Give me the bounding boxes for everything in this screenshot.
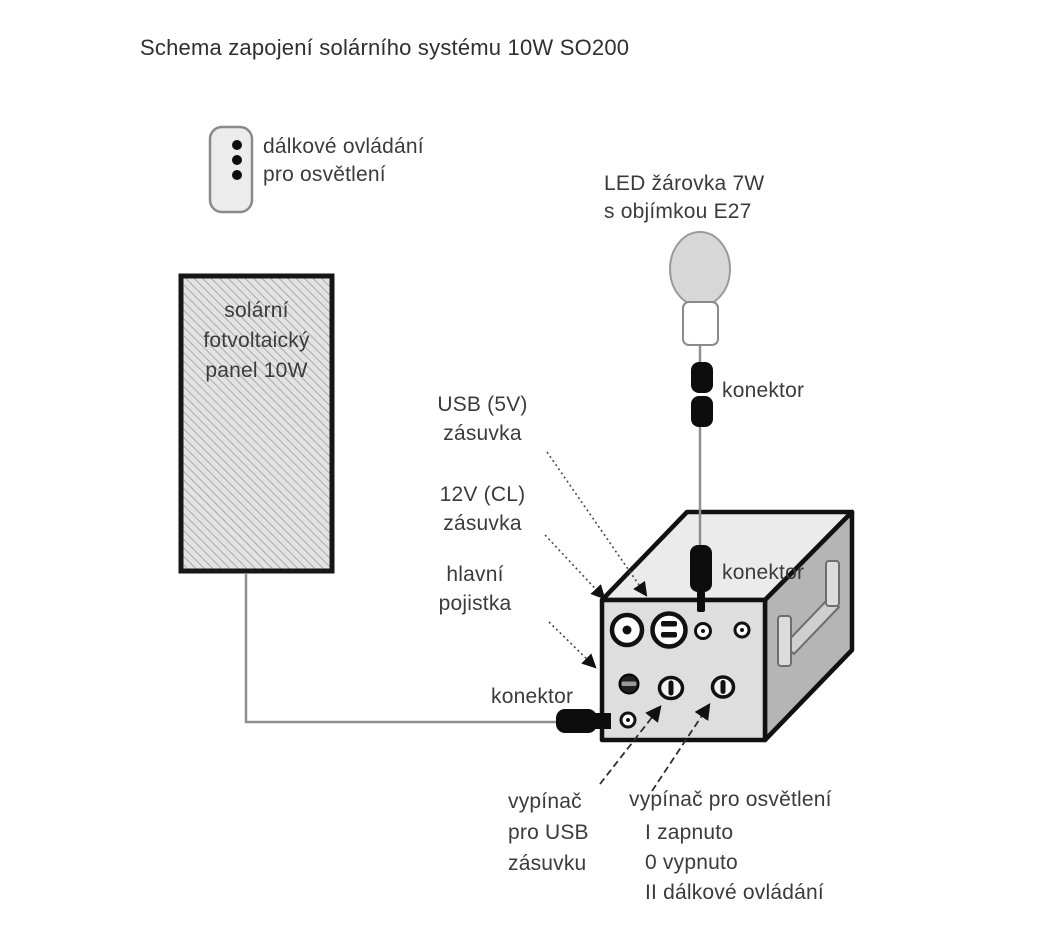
screw-icon bbox=[733, 621, 751, 639]
arrow-light-switch bbox=[651, 702, 711, 792]
label-connector-panel: konektor bbox=[491, 685, 574, 708]
bulb-socket-shape bbox=[682, 301, 719, 346]
remote-button-icon bbox=[232, 155, 242, 165]
remote-control-shape bbox=[208, 125, 254, 214]
leader-usb-socket bbox=[546, 451, 648, 597]
usb-switch-shape bbox=[657, 675, 685, 701]
label-usb-socket: USB (5V) zásuvka bbox=[437, 393, 528, 445]
connector-panel-shape bbox=[556, 709, 611, 733]
solar-panel-shape bbox=[178, 273, 335, 574]
remote-button-icon bbox=[232, 170, 242, 180]
label-usb-switch: vypínač pro USB zásuvku bbox=[508, 790, 589, 875]
label-light-switch-modes: I zapnuto 0 vypnuto II dálkové ovládání bbox=[645, 821, 824, 905]
label-main-fuse: hlavní pojistka bbox=[438, 563, 512, 615]
label-connector-top: konektor bbox=[722, 561, 805, 584]
panel-wire bbox=[244, 573, 560, 724]
leader-12v-socket bbox=[544, 534, 606, 600]
label-connector-bulb: konektor bbox=[722, 379, 805, 402]
arrow-usb-switch bbox=[599, 705, 662, 785]
label-light-switch: vypínač pro osvětlení bbox=[629, 788, 832, 811]
socket-usb-shape bbox=[650, 611, 688, 649]
label-led-bulb: LED žárovka 7W s objímkou E27 bbox=[604, 172, 765, 223]
connector-bulb-shape bbox=[691, 362, 713, 427]
leader-main-fuse bbox=[548, 621, 597, 669]
label-solar-panel: solární fotvoltaický panel 10W bbox=[203, 299, 310, 383]
page-title: Schema zapojení solárního systému 10W SO… bbox=[140, 35, 630, 60]
screw-icon bbox=[619, 711, 637, 729]
socket-12v-shape bbox=[609, 612, 645, 648]
main-fuse-shape bbox=[618, 673, 640, 695]
box-handle-shape bbox=[777, 560, 841, 667]
label-12v-socket: 12V (CL) zásuvka bbox=[439, 483, 526, 535]
connector-top-shape bbox=[690, 545, 712, 612]
label-remote-control: dálkové ovládání pro osvětlení bbox=[263, 135, 424, 186]
remote-button-icon bbox=[232, 140, 242, 150]
light-switch-shape bbox=[710, 675, 736, 699]
screw-icon bbox=[694, 622, 712, 640]
led-bulb-shape bbox=[669, 231, 731, 346]
